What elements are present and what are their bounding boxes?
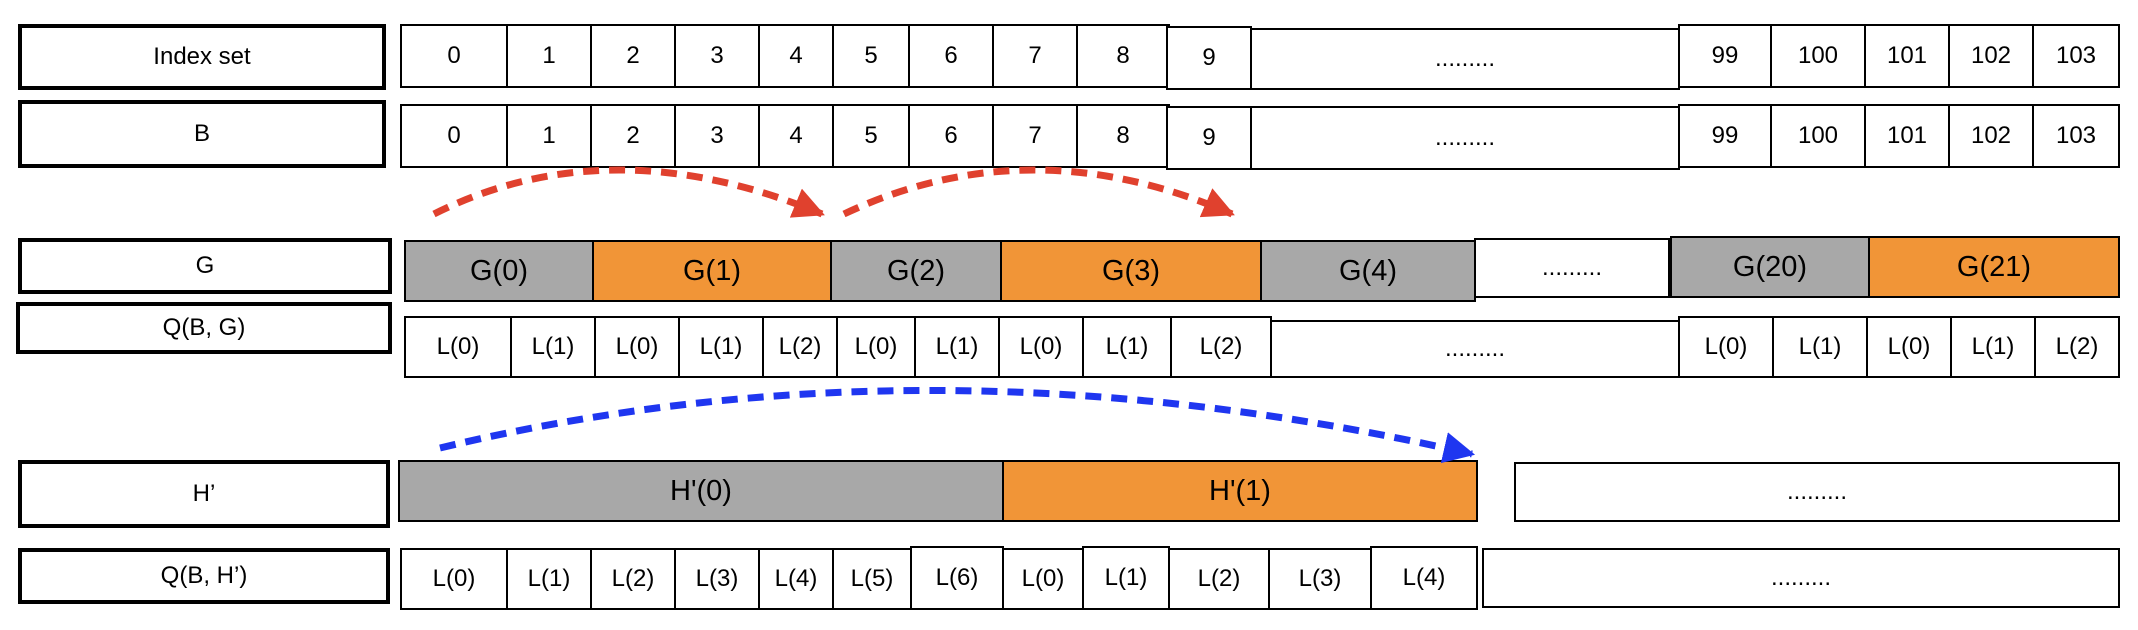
b-cell: 6 bbox=[908, 104, 994, 168]
b-cell: 4 bbox=[758, 104, 834, 168]
g-block: G(4) bbox=[1260, 240, 1476, 302]
q-b-h-cell-ellipsis: ......... bbox=[1482, 548, 2120, 608]
index-cell: 7 bbox=[992, 24, 1078, 88]
row-label-q-b-h: Q(B, H’) bbox=[18, 548, 390, 604]
q-b-h-cell: L(5) bbox=[832, 548, 912, 610]
q-b-g-cell: L(0) bbox=[594, 316, 680, 378]
q-b-g-cell-ellipsis: ......... bbox=[1270, 320, 1680, 378]
q-b-g-cell: L(0) bbox=[1678, 316, 1774, 378]
q-b-h-cell: L(2) bbox=[590, 548, 676, 610]
row-label-b: B bbox=[18, 100, 386, 168]
index-cell: 6 bbox=[908, 24, 994, 88]
g-block: G(0) bbox=[404, 240, 594, 302]
row-label-q-b-g: Q(B, G) bbox=[16, 302, 392, 354]
b-cell: 100 bbox=[1770, 104, 1866, 168]
q-b-g-cell: L(1) bbox=[510, 316, 596, 378]
q-b-g-cell: L(1) bbox=[1772, 316, 1868, 378]
q-b-g-cell: L(0) bbox=[998, 316, 1084, 378]
q-b-h-cell: L(6) bbox=[910, 546, 1004, 610]
index-cell: 1 bbox=[506, 24, 592, 88]
index-cell: 8 bbox=[1076, 24, 1170, 88]
q-b-g-cell: L(0) bbox=[404, 316, 512, 378]
b-cell: 3 bbox=[674, 104, 760, 168]
q-b-h-cell: L(4) bbox=[758, 548, 834, 610]
index-cell: 102 bbox=[1948, 24, 2034, 88]
q-b-g-cell: L(1) bbox=[678, 316, 764, 378]
q-b-h-cell: L(4) bbox=[1370, 546, 1478, 610]
index-cell: 3 bbox=[674, 24, 760, 88]
b-cell: 1 bbox=[506, 104, 592, 168]
index-cell: 5 bbox=[832, 24, 910, 88]
b-cell: 99 bbox=[1678, 104, 1772, 168]
g-block-ellipsis: ......... bbox=[1474, 238, 1670, 298]
index-cell: 2 bbox=[590, 24, 676, 88]
index-cell: 101 bbox=[1864, 24, 1950, 88]
b-cell: 103 bbox=[2032, 104, 2120, 168]
row-label-g: G bbox=[18, 238, 392, 294]
b-cell: 101 bbox=[1864, 104, 1950, 168]
blue-dashed-arrow bbox=[439, 386, 1476, 464]
q-b-g-cell: L(1) bbox=[914, 316, 1000, 378]
q-b-g-cell: L(0) bbox=[836, 316, 916, 378]
b-cell: 2 bbox=[590, 104, 676, 168]
q-b-g-cell: L(1) bbox=[1082, 316, 1172, 378]
b-cell: 9 bbox=[1166, 106, 1252, 170]
b-cell: 8 bbox=[1076, 104, 1170, 168]
g-block: G(3) bbox=[1000, 240, 1262, 302]
h-prime-block: H'(1) bbox=[1002, 460, 1478, 522]
q-b-h-cell: L(0) bbox=[400, 548, 508, 610]
red-dashed-arrow bbox=[842, 166, 1235, 218]
q-b-h-cell: L(2) bbox=[1168, 548, 1270, 610]
q-b-g-cell: L(0) bbox=[1866, 316, 1952, 378]
g-block: G(1) bbox=[592, 240, 832, 302]
index-cell: 100 bbox=[1770, 24, 1866, 88]
index-cell: 4 bbox=[758, 24, 834, 88]
q-b-g-cell: L(2) bbox=[762, 316, 838, 378]
q-b-g-cell: L(2) bbox=[1170, 316, 1272, 378]
g-block: G(2) bbox=[830, 240, 1002, 302]
q-b-h-cell: L(1) bbox=[506, 548, 592, 610]
q-b-g-cell: L(1) bbox=[1950, 316, 2036, 378]
g-block: G(21) bbox=[1868, 236, 2120, 298]
index-cell: 0 bbox=[400, 24, 508, 88]
index-cell: 103 bbox=[2032, 24, 2120, 88]
q-b-h-cell: L(1) bbox=[1082, 546, 1170, 610]
h-prime-block: H'(0) bbox=[398, 460, 1004, 522]
index-cell-ellipsis: ......... bbox=[1250, 28, 1680, 90]
row-label-h-prime: H’ bbox=[18, 460, 390, 528]
row-label-index-set: Index set bbox=[18, 24, 386, 90]
q-b-h-cell: L(0) bbox=[1002, 548, 1084, 610]
q-b-h-cell: L(3) bbox=[1268, 548, 1372, 610]
index-cell: 9 bbox=[1166, 26, 1252, 90]
q-b-g-cell: L(2) bbox=[2034, 316, 2120, 378]
b-cell: 102 bbox=[1948, 104, 2034, 168]
b-cell-ellipsis: ......... bbox=[1250, 106, 1680, 170]
b-cell: 5 bbox=[832, 104, 910, 168]
b-cell: 0 bbox=[400, 104, 508, 168]
q-b-h-cell: L(3) bbox=[674, 548, 760, 610]
h-prime-block-ellipsis: ......... bbox=[1514, 462, 2120, 522]
red-dashed-arrow bbox=[432, 166, 825, 218]
b-cell: 7 bbox=[992, 104, 1078, 168]
index-cell: 99 bbox=[1678, 24, 1772, 88]
g-block: G(20) bbox=[1670, 236, 1870, 298]
